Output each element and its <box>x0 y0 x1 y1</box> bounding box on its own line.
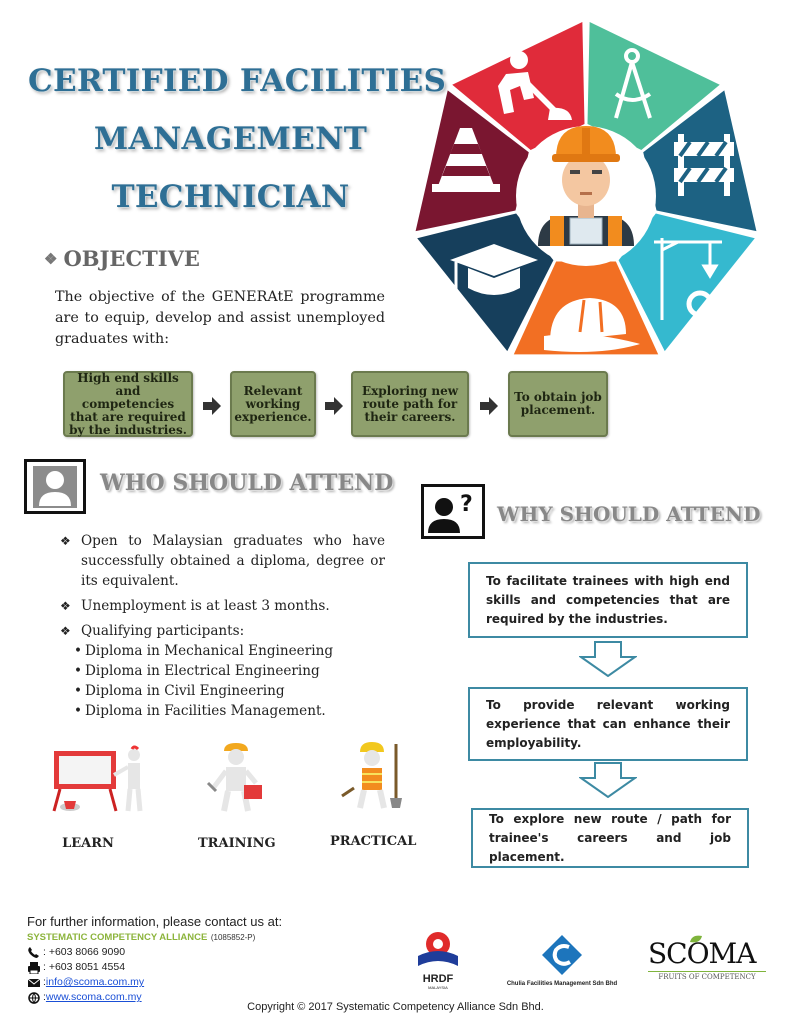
fax-icon <box>28 961 40 974</box>
arrow-down-icon <box>579 762 637 798</box>
title-line-3: TECHNICIAN <box>111 179 350 215</box>
training-illustration-icon <box>206 743 262 812</box>
chulia-logo: Chulia Facilities Management Sdn Bhd <box>497 934 627 990</box>
globe-icon <box>28 991 40 1004</box>
web-row: : www.scoma.com.my <box>27 990 282 1005</box>
wheel-segment <box>587 22 720 150</box>
list-item: •Diploma in Civil Engineering <box>74 683 285 699</box>
email-row: : info@scoma.com.my <box>27 975 282 990</box>
scoma-logo: SCOMA FRUITS OF COMPETENCY <box>648 935 772 990</box>
who-item: ❖Unemployment is at least 3 months. <box>60 598 330 614</box>
org-name: SYSTEMATIC COMPETENCY ALLIANCE <box>27 932 208 943</box>
learn-illustration-icon <box>52 745 143 812</box>
learn-label: LEARN <box>62 836 114 851</box>
graduation-cap-icon <box>450 244 538 295</box>
flow-box-careers: Exploring new route path for their caree… <box>351 371 469 437</box>
svg-text:?: ? <box>460 492 473 517</box>
barrier-icon <box>674 134 734 196</box>
objective-heading: ❖ OBJECTIVE <box>44 246 200 271</box>
org-reg-number: (1085852-P) <box>210 933 256 942</box>
arrow-right-icon <box>325 397 343 415</box>
why-box-careers: To explore new route / path for trainee'… <box>471 808 749 868</box>
why-box-skills: To facilitate trainees with high end ski… <box>468 562 748 638</box>
arrow-down-icon <box>579 641 637 677</box>
hrdf-emblem-icon <box>418 932 458 966</box>
title-line-2: MANAGEMENT <box>93 121 368 157</box>
phone-row: : +603 8066 9090 <box>27 945 282 960</box>
hardhat-icon <box>544 298 640 352</box>
email-icon <box>27 978 41 987</box>
list-item: •Diploma in Facilities Management. <box>74 703 326 719</box>
practical-label: PRACTICAL <box>330 834 417 849</box>
phone-icon <box>28 946 39 958</box>
person-icon <box>24 459 86 514</box>
contact-block: For further information, please contact … <box>27 914 282 1005</box>
worker-digging-icon <box>498 51 572 120</box>
list-item: •Diploma in Electrical Engineering <box>74 663 320 679</box>
compass-icon <box>614 48 652 119</box>
training-label: TRAINING <box>198 836 276 851</box>
practical-illustration-icon <box>341 742 402 809</box>
title-line-1: CERTIFIED FACILITIES <box>28 63 447 99</box>
leaf-icon <box>690 935 702 943</box>
who-list: ❖Open to Malaysian graduates who have su… <box>60 531 385 721</box>
who-item: ❖Open to Malaysian graduates who have su… <box>60 533 385 589</box>
fax-row: : +603 8051 4554 <box>27 960 282 975</box>
technician-wheel-graphic <box>415 22 757 355</box>
contact-intro: For further information, please contact … <box>27 914 283 929</box>
arrow-right-icon <box>480 397 498 415</box>
wheel-segment <box>618 213 755 352</box>
who-item: ❖Qualifying participants: <box>60 623 245 639</box>
chulia-emblem-icon <box>542 935 582 975</box>
who-heading: WHO SHOULD ATTEND <box>100 470 394 496</box>
worker-avatar-icon <box>516 126 656 266</box>
flow-box-placement: To obtain job placement. <box>508 371 608 437</box>
arrow-right-icon <box>203 397 221 415</box>
page-title: CERTIFIED FACILITIES MANAGEMENT TECHNICI… <box>28 52 447 226</box>
objective-heading-text: OBJECTIVE <box>63 246 200 271</box>
objective-text: The objective of the GENERAtE programme … <box>55 289 385 347</box>
flow-box-experience: Relevant working experience. <box>230 371 316 437</box>
crane-icon <box>654 238 722 320</box>
list-item: •Diploma in Mechanical Engineering <box>74 643 334 659</box>
why-heading: WHY SHOULD ATTEND <box>497 502 761 526</box>
copyright-text: Copyright © 2017 Systematic Competency A… <box>247 1001 544 1013</box>
diamond-bullet-icon: ❖ <box>44 250 58 268</box>
traffic-cone-icon <box>432 128 500 192</box>
flow-box-skills: High end skills and competencies that ar… <box>63 371 193 437</box>
email-link[interactable]: info@scoma.com.my <box>45 976 145 988</box>
diploma-list: •Diploma in Mechanical Engineering •Dipl… <box>74 641 385 721</box>
hrdf-logo: HRDF MALAYSIA <box>412 930 464 990</box>
person-question-icon: ? <box>421 484 485 539</box>
why-box-experience: To provide relevant working experience t… <box>468 687 748 761</box>
website-link[interactable]: www.scoma.com.my <box>45 991 142 1003</box>
